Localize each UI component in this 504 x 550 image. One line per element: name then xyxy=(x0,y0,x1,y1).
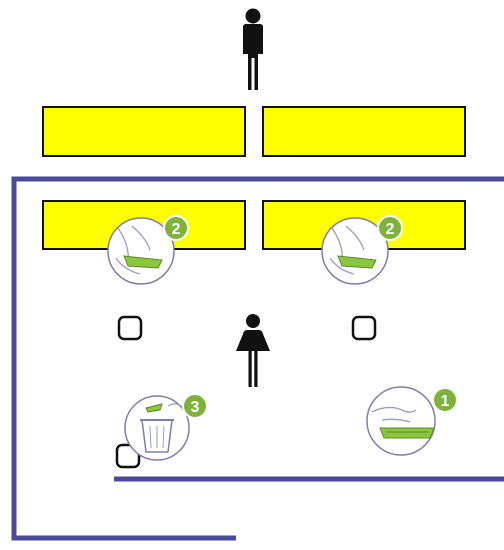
seat-square-icon xyxy=(115,443,141,469)
person-male-icon xyxy=(243,8,263,90)
step-3-badge-label: 3 xyxy=(191,399,200,416)
outer-counter-left xyxy=(42,106,246,157)
outer-wall xyxy=(11,176,504,541)
seat-square-icon xyxy=(117,315,143,341)
hand-gloved-icon: 2 xyxy=(321,215,403,285)
outer-counter-right xyxy=(262,106,466,157)
seat-square-icon xyxy=(351,315,377,341)
person-female-icon xyxy=(236,314,270,387)
hand-passing-tray-icon: 1 xyxy=(366,386,458,456)
waste-bin-icon: 3 xyxy=(124,393,208,461)
step-1-badge-label: 1 xyxy=(441,393,450,410)
step-2-badge-label: 2 xyxy=(386,221,395,238)
hand-gloved-icon: 2 xyxy=(107,215,189,285)
room-walls xyxy=(11,176,504,541)
step-2-badge-label: 2 xyxy=(172,221,181,238)
